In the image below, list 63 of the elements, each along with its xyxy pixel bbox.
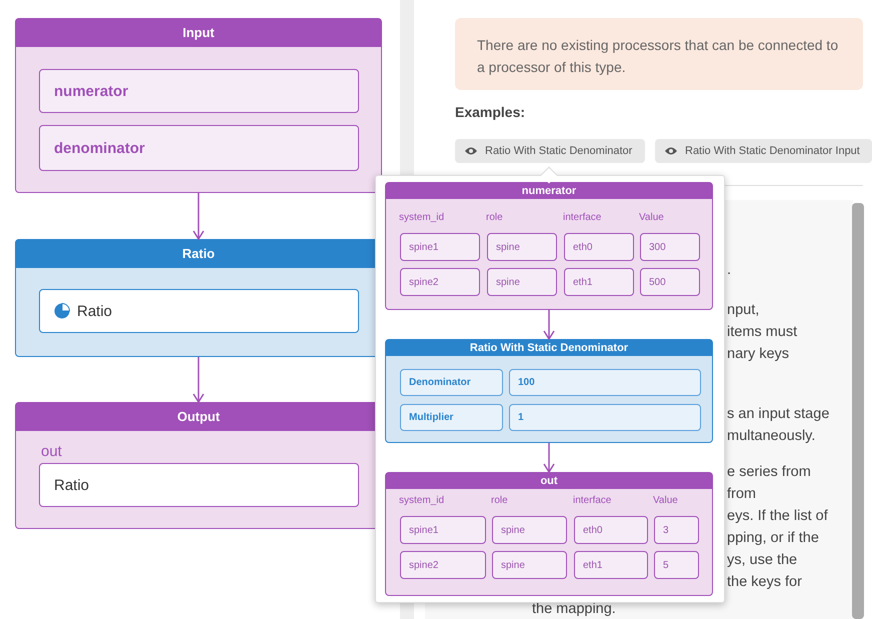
value-field: 300 xyxy=(640,233,700,261)
value-field: spine1 xyxy=(400,233,480,261)
body-text: multaneously. xyxy=(727,428,816,444)
column-header: role xyxy=(486,212,503,223)
value-field: eth1 xyxy=(564,268,634,296)
body-text: e series from xyxy=(727,464,811,480)
column-header: interface xyxy=(563,212,602,223)
panel-header: Ratio With Static Denominator xyxy=(386,340,712,356)
input-field: numerator xyxy=(39,69,359,113)
body-text: items must xyxy=(727,324,798,340)
processor-panel xyxy=(385,339,713,443)
example-button: Ratio With Static Denominator Input xyxy=(655,139,872,163)
body-text: from xyxy=(727,486,756,502)
value-field: spine2 xyxy=(400,551,486,579)
alert-message: There are no existing processors that can be connected to a processor of this type. xyxy=(455,18,863,90)
value-field: spine xyxy=(487,268,557,296)
column-header: role xyxy=(491,495,508,506)
column-header: system_id xyxy=(399,212,444,223)
arrow xyxy=(543,310,555,340)
section-heading: Examples: xyxy=(455,104,526,120)
field-value: Ratio xyxy=(77,302,112,320)
arrow xyxy=(543,443,555,473)
value-field: Denominator xyxy=(400,369,503,396)
value-field: eth0 xyxy=(564,233,634,261)
value-field: spine xyxy=(492,551,567,579)
value-field: spine xyxy=(492,516,567,544)
column-header: system_id xyxy=(399,495,444,506)
input-field: Ratio xyxy=(39,463,359,507)
value-field: spine1 xyxy=(400,516,486,544)
panel-header: Input xyxy=(16,19,381,47)
body-text: the keys for xyxy=(727,574,802,590)
value-field: spine2 xyxy=(400,268,480,296)
input-field xyxy=(39,289,359,333)
arrow xyxy=(192,357,204,403)
body-text: nput, xyxy=(727,302,760,318)
value-field: 3 xyxy=(654,516,699,544)
example-button: Ratio With Static Denominator xyxy=(455,139,645,163)
value-field: eth1 xyxy=(574,551,648,579)
column-header: interface xyxy=(573,495,612,506)
input-field: denominator xyxy=(39,125,359,171)
panel-header: out xyxy=(386,473,712,489)
value-field: 5 xyxy=(654,551,699,579)
processor-panel xyxy=(385,182,713,310)
value-field: 1 xyxy=(509,404,701,431)
value-field: 500 xyxy=(640,268,700,296)
processor-panel xyxy=(385,472,713,596)
panel-header: numerator xyxy=(386,183,712,199)
value-field: 100 xyxy=(509,369,701,396)
arrow xyxy=(192,193,204,240)
field-label: out xyxy=(41,443,62,460)
value-field: eth0 xyxy=(574,516,648,544)
processor-panel xyxy=(15,18,382,193)
body-text: the mapping. xyxy=(532,601,616,617)
value-field: spine xyxy=(487,233,557,261)
value-field: Multiplier xyxy=(400,404,503,431)
body-text: nary keys xyxy=(727,346,790,362)
body-text: ys, use the xyxy=(727,552,798,568)
body-text: pping, or if the xyxy=(727,530,819,546)
body-text: eys. If the list of xyxy=(727,508,828,524)
column-header: Value xyxy=(639,212,664,223)
body-text: s an input stage xyxy=(727,406,830,422)
column-header: Value xyxy=(653,495,678,506)
body-text: . xyxy=(727,262,732,278)
